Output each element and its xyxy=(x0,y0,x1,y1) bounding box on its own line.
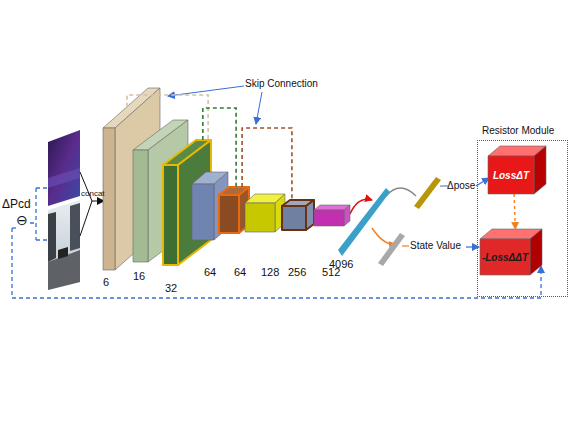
channel-count: 16 xyxy=(133,270,145,282)
layer-block: 4096 xyxy=(338,188,390,256)
skip-connection xyxy=(203,108,236,187)
image-building xyxy=(48,212,56,262)
face-front xyxy=(480,239,530,275)
fc-bar xyxy=(338,188,390,256)
channel-count: 256 xyxy=(288,266,306,278)
annotation-label: concat xyxy=(81,190,105,199)
loss-label: LossΔT xyxy=(488,156,534,194)
face-side xyxy=(530,229,542,275)
loss-label: -LossΔΔT xyxy=(480,239,530,275)
channel-count: 6 xyxy=(103,276,109,288)
face-front xyxy=(103,128,115,270)
feedback-line xyxy=(12,228,541,298)
module-title: Resistor Module xyxy=(482,125,554,136)
layer-shape xyxy=(282,200,314,230)
layer-block: 256 xyxy=(282,200,314,230)
face-front xyxy=(314,210,344,226)
image-car xyxy=(58,247,68,259)
loss-cube: LossΔT xyxy=(488,146,546,194)
skip-connection xyxy=(127,95,208,140)
feedback-line xyxy=(12,227,16,228)
layer-block: 512 xyxy=(314,205,350,226)
face-side xyxy=(344,205,350,226)
layer-block: 64 xyxy=(219,187,249,233)
branch-arrow xyxy=(372,228,396,244)
face-front xyxy=(245,203,275,232)
input-image-top xyxy=(48,130,80,206)
face-front xyxy=(488,156,534,194)
face-side xyxy=(306,200,314,230)
face-side xyxy=(534,146,546,194)
face-front xyxy=(192,184,214,240)
loss-connector xyxy=(514,194,515,229)
input-image-bottom xyxy=(48,200,80,290)
layer-shape xyxy=(219,187,249,233)
channel-count: 32 xyxy=(165,282,177,294)
channel-count: 4096 xyxy=(329,258,353,270)
skip-connection xyxy=(242,128,292,200)
value-head xyxy=(378,233,405,266)
output-line xyxy=(402,245,409,246)
concat-arrow xyxy=(92,201,104,202)
image-building xyxy=(70,203,80,251)
difference-lines xyxy=(30,188,47,240)
annotation-label: Skip Connection xyxy=(245,78,318,89)
branch-line xyxy=(386,188,416,196)
face-front xyxy=(133,150,148,262)
layer-shape xyxy=(245,194,285,232)
face-front xyxy=(282,206,306,230)
output-line xyxy=(440,186,448,187)
image-band xyxy=(48,168,80,188)
concat-line xyxy=(80,172,92,236)
annotation-label: ⊖ xyxy=(16,213,28,228)
face-front xyxy=(219,195,239,233)
annotation-label: ΔPcd xyxy=(2,198,31,211)
fc-bar-shape xyxy=(338,188,390,256)
annotation-label: State Value xyxy=(410,240,461,251)
channel-count: 64 xyxy=(204,266,216,278)
channel-count: 64 xyxy=(234,266,246,278)
module-box: Resistor ModuleLossΔT-LossΔΔT xyxy=(477,140,568,297)
annotation-label: Δpose xyxy=(447,180,475,191)
pose-head xyxy=(414,177,441,209)
leader-arrow xyxy=(256,92,262,124)
channel-count: 128 xyxy=(261,266,279,278)
face-front xyxy=(163,165,178,265)
layer-shape xyxy=(314,205,350,226)
loss-cube: -LossΔΔT xyxy=(480,229,542,275)
layer-block: 128 xyxy=(245,194,285,232)
